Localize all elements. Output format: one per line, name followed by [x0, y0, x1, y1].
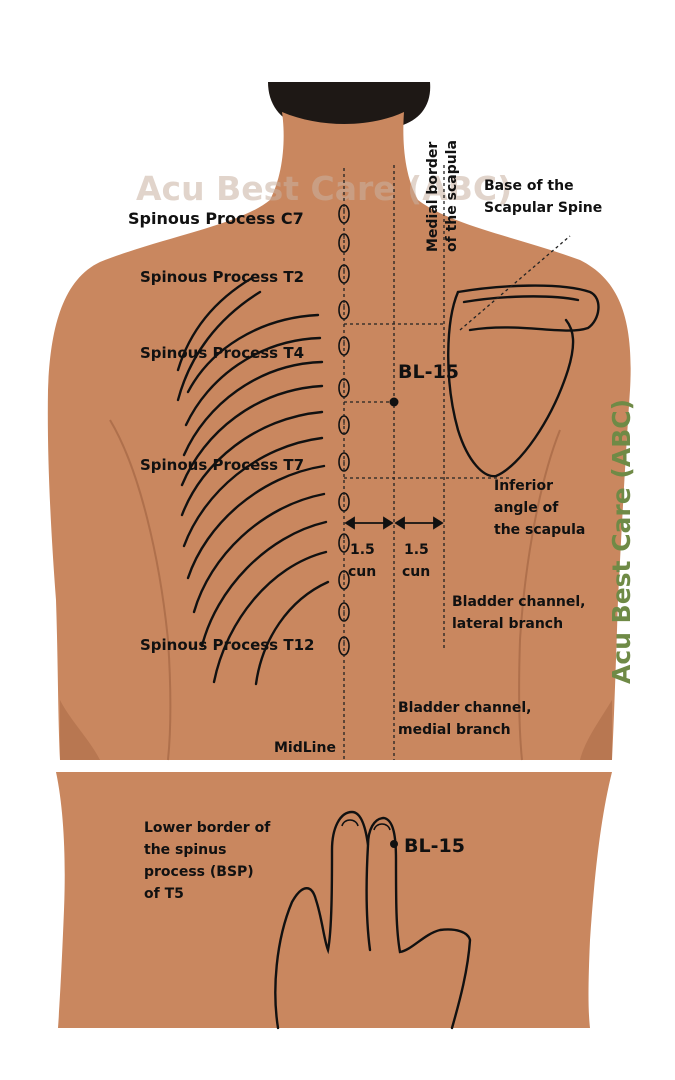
- label-inferior-2: angle of: [494, 500, 559, 516]
- label-lateral-1: Bladder channel,: [452, 594, 586, 610]
- torso: [47, 112, 631, 760]
- left-arm-shadow: [60, 700, 100, 760]
- label-inferior-1: Inferior: [494, 478, 553, 494]
- label-lower-border-3: process (BSP): [144, 864, 254, 880]
- label-inferior-3: the scapula: [494, 522, 585, 538]
- bottom-labels: BL-15 Lower border of the spinus process…: [144, 820, 465, 902]
- label-cun-right-num: 1.5: [404, 542, 429, 558]
- label-medial-border-2: of the scapula: [444, 140, 460, 252]
- back-figure: [47, 82, 631, 761]
- label-lateral-2: lateral branch: [452, 616, 563, 632]
- ribs: [176, 276, 330, 686]
- label-t12: Spinous Process T12: [140, 636, 314, 654]
- finger-divider: [365, 843, 372, 952]
- label-cun-left-num: 1.5: [350, 542, 375, 558]
- label-medial-branch-1: Bladder channel,: [398, 700, 532, 716]
- watermark-faint: Acu Best Care (ABC): [136, 169, 512, 208]
- label-medial-border-1: Medial border: [425, 142, 441, 252]
- label-lower-border-1: Lower border of: [144, 820, 271, 836]
- guide-lines: [343, 165, 571, 760]
- nail-index: [341, 819, 359, 827]
- scapula: [447, 284, 600, 478]
- label-cun-left-unit: cun: [348, 564, 376, 580]
- watermark-vertical: Acu Best Care (ABC): [607, 399, 636, 684]
- label-cun-right-unit: cun: [402, 564, 430, 580]
- label-medial-branch-2: medial branch: [398, 722, 511, 738]
- label-t7: Spinous Process T7: [140, 456, 304, 474]
- right-flank-crease: [518, 429, 561, 761]
- label-lower-border-4: of T5: [144, 886, 184, 902]
- top-labels: Spinous Process C7 Spinous Process T2 Sp…: [128, 140, 602, 756]
- label-bl15-top: BL-15: [398, 361, 459, 383]
- label-midline: MidLine: [274, 740, 336, 756]
- bl15-point-bottom: [390, 840, 398, 848]
- lower-back-skin: [56, 772, 612, 1028]
- nail-middle: [373, 823, 391, 831]
- lower-back-panel: [56, 772, 612, 1030]
- label-c7: Spinous Process C7: [128, 209, 304, 228]
- left-flank-crease: [109, 419, 172, 761]
- label-lower-border-2: the spinus: [144, 842, 226, 858]
- label-bl15-bottom: BL-15: [404, 835, 465, 857]
- label-base-2: Scapular Spine: [484, 200, 602, 216]
- label-t4: Spinous Process T4: [140, 344, 304, 362]
- label-t2: Spinous Process T2: [140, 268, 304, 286]
- bl15-point-top: [389, 397, 399, 407]
- cun-arrows: [344, 516, 444, 530]
- base-spine-pointer: [459, 235, 571, 331]
- hand-outline: [274, 810, 472, 1030]
- right-arm-shadow: [580, 700, 612, 760]
- label-base-1: Base of the: [484, 178, 574, 194]
